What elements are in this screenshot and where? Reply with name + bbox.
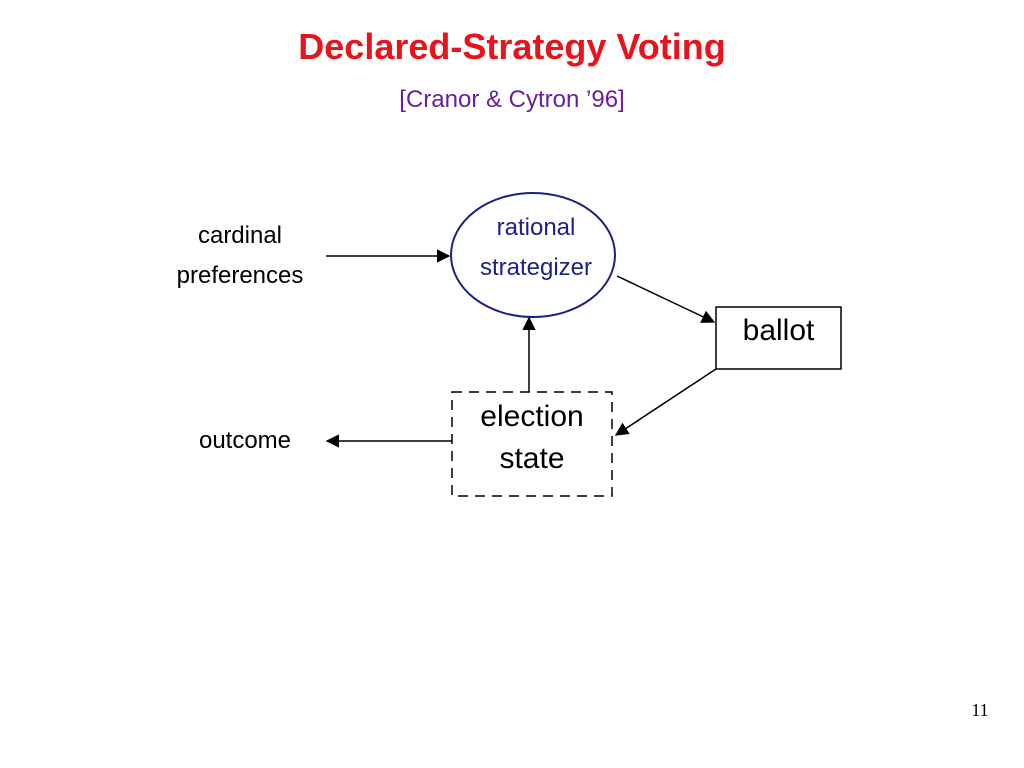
slide-subtitle: [Cranor & Cytron ’96]: [399, 86, 625, 113]
rational-text: rational: [496, 214, 576, 241]
arrow-ballot-to-election-state: [614, 368, 717, 436]
ballot-node: [715, 306, 842, 370]
state-text: state: [499, 442, 565, 475]
election-state-node: [451, 391, 613, 497]
election-state-label: election state: [452, 396, 612, 480]
page-number: 11: [971, 700, 989, 720]
cardinal-text: cardinal: [197, 222, 283, 249]
slide-title: Declared-Strategy Voting: [298, 26, 726, 67]
strategizer-text: strategizer: [479, 254, 593, 281]
rational-strategizer-label: rational strategizer: [460, 208, 612, 288]
ballot-label: ballot: [742, 314, 815, 347]
cardinal-preferences-label: cardinal preferences: [150, 216, 330, 296]
outcome-label: outcome: [198, 427, 292, 454]
arrow-strategizer-to-ballot: [616, 275, 716, 323]
election-text: election: [480, 400, 584, 433]
preferences-text: preferences: [176, 262, 304, 289]
